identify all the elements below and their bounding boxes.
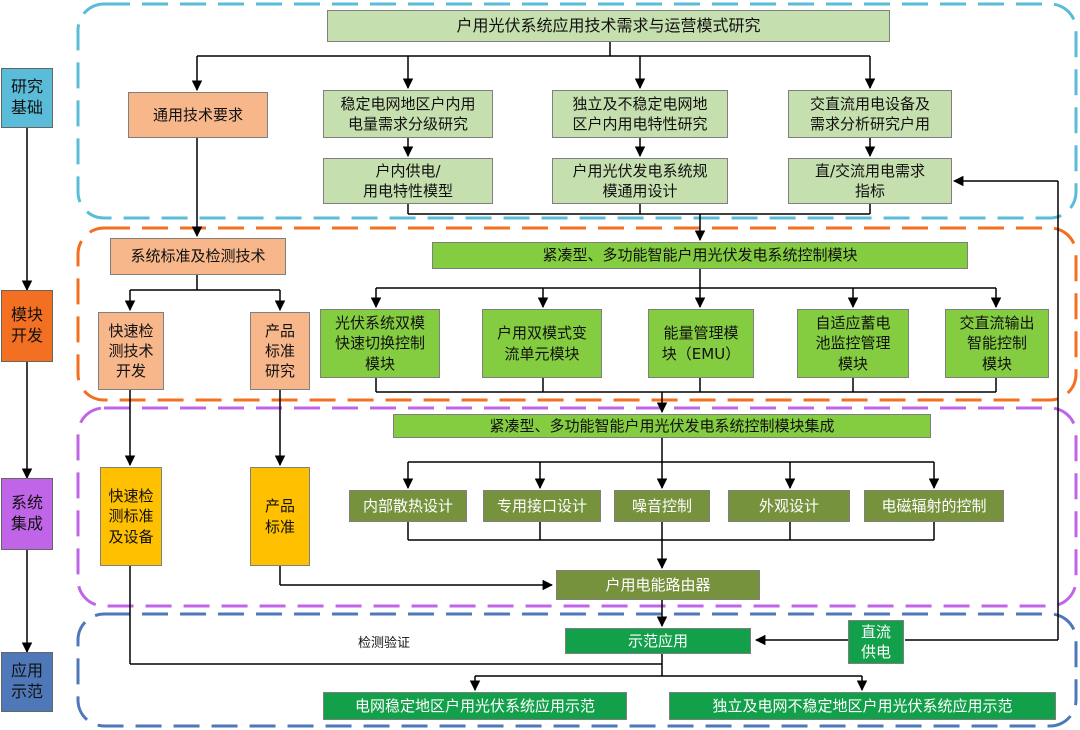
energy-router: 户用电能路由器 xyxy=(556,570,760,600)
appearance-design: 外观设计 xyxy=(728,490,850,522)
module-dual-mode-converter: 户用双模式变 流单元模块 xyxy=(482,309,602,378)
acdc-study: 交直流用电设备及 需求分析研究户用 xyxy=(788,90,952,138)
general-tech-req: 通用技术要求 xyxy=(128,92,268,138)
indoor-load-model: 户内供电/ 用电特性模型 xyxy=(323,158,493,204)
emi-control: 电磁辐射的控制 xyxy=(864,490,1004,522)
dedicated-interface-design: 专用接口设计 xyxy=(483,490,601,522)
module-dual-mode-switch: 光伏系统双模 快速切换控制 模块 xyxy=(320,309,440,378)
research-frame xyxy=(76,2,1078,220)
sidebar-module-dev: 模块 开发 xyxy=(1,290,53,362)
module-frame xyxy=(76,226,1078,402)
connectors xyxy=(124,42,1059,692)
stable-grid-study: 稳定电网地区户内用 电量需求分级研究 xyxy=(323,90,493,138)
module-energy-management: 能量管理模 块（EMU） xyxy=(648,309,754,378)
dc-supply: 直流 供电 xyxy=(848,620,904,664)
test-verify-label: 检测验证 xyxy=(358,636,411,651)
integration-title: 紧凑型、多功能智能户用光伏发电系统控制模块集成 xyxy=(393,414,931,438)
unstable-grid-study: 独立及不稳定电网地 区户内用电特性研究 xyxy=(552,90,728,138)
demo-application: 示范应用 xyxy=(565,628,751,654)
module-battery-monitor: 自适应蓄电 池监控管理 模块 xyxy=(797,309,909,378)
pv-system-design: 户用光伏发电系统规 模通用设计 xyxy=(552,158,728,204)
acdc-demand-index: 直/交流用电需求 指标 xyxy=(788,158,952,204)
stable-grid-demo: 电网稳定地区户用光伏系统应用示范 xyxy=(323,692,627,720)
sidebar-research-basis: 研究 基础 xyxy=(1,68,53,128)
application-frame xyxy=(76,612,1078,728)
fast-test-dev: 快速检 测技术 开发 xyxy=(98,312,164,390)
sidebar-app-demo: 应用 示范 xyxy=(1,652,53,712)
control-module-title: 紧凑型、多功能智能户用光伏发电系统控制模块 xyxy=(432,242,968,269)
noise-control: 噪音控制 xyxy=(614,490,710,522)
module-acdc-output-control: 交直流输出 智能控制 模块 xyxy=(945,309,1049,378)
std-test-tech: 系统标准及检测技术 xyxy=(110,238,286,275)
research-title: 户用光伏系统应用技术需求与运营模式研究 xyxy=(327,10,890,42)
sidebar-system-integration: 系统 集成 xyxy=(1,478,53,550)
product-std-research: 产品 标准 研究 xyxy=(250,312,310,390)
unstable-grid-demo: 独立及电网不稳定地区户用光伏系统应用示范 xyxy=(669,692,1056,720)
integration-frame xyxy=(76,406,1078,608)
product-std: 产品 标准 xyxy=(250,467,310,566)
fast-test-std-equip: 快速检 测标准 及设备 xyxy=(100,467,162,566)
internal-heat-design: 内部散热设计 xyxy=(349,490,467,522)
